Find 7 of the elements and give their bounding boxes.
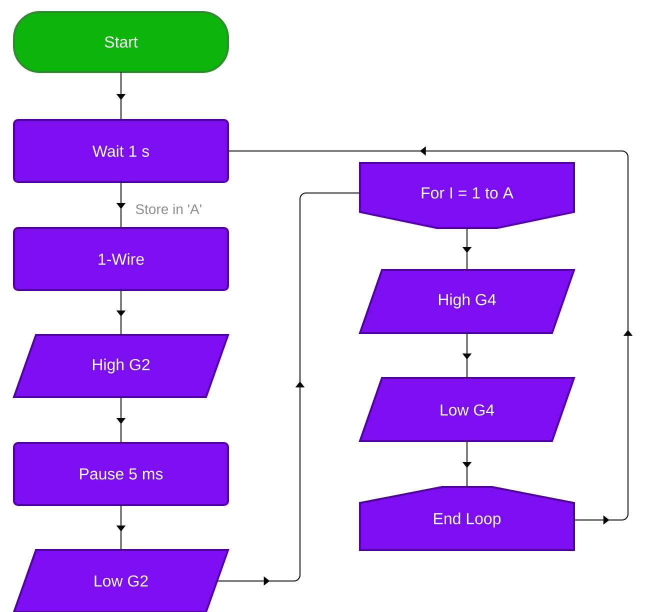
loop-end-box: End Loop: [359, 486, 575, 551]
process-box: Wait 1 s: [13, 119, 229, 183]
edge-label: Store in 'A': [134, 202, 204, 216]
terminal-box: Start: [13, 11, 229, 73]
process-box: 1-Wire: [13, 227, 229, 291]
process-box: Pause 5 ms: [13, 442, 229, 506]
loop-start-box: For I = 1 to A: [359, 162, 575, 229]
